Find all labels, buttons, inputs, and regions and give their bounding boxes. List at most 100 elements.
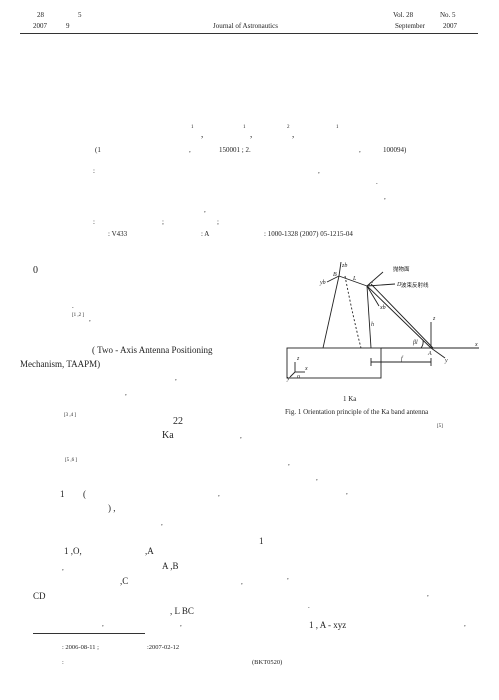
label-paraboloid: 抛物面 — [393, 265, 410, 273]
label-y: y — [444, 358, 448, 364]
intro-comma-2: , — [175, 374, 177, 382]
abstract-comma: , — [318, 167, 320, 175]
author-comma-1: , — [201, 129, 204, 139]
intro-comma-7: , — [218, 490, 220, 498]
label-f: f — [401, 355, 404, 362]
intro-comma-11: , — [241, 578, 243, 586]
intro-comma-14: , — [102, 620, 104, 628]
footnote-revised: :2007-02-12 — [147, 644, 180, 651]
abstract-comma-3: , — [204, 206, 206, 214]
header-month-right: September — [395, 22, 425, 30]
clc-number: : V433 — [108, 230, 128, 238]
document-code: : A — [201, 230, 210, 238]
intro-period-2: . — [308, 602, 310, 610]
keywords-colon: : — [93, 218, 95, 226]
label-D: D — [396, 282, 402, 288]
author-comma-2: , — [250, 129, 253, 139]
label-body-x: x — [304, 366, 308, 372]
header-number-left: 5 — [78, 11, 82, 19]
fig-ref-1: 1 — [60, 489, 65, 499]
author-sup-1: 1 — [191, 125, 194, 130]
text-22: 22 — [173, 416, 183, 427]
abstract-comma-2: , — [384, 193, 386, 201]
intro-comma-3: , — [125, 389, 127, 397]
line-a: ,A — [145, 546, 154, 556]
header-number-right: No. 5 — [440, 11, 456, 19]
label-B: B — [333, 272, 337, 278]
header-rule — [20, 33, 478, 34]
label-beta: βl — [412, 340, 418, 346]
affiliation-postcode-1: 150001 ; 2. — [219, 146, 251, 154]
affiliation-postcode-2: 100094) — [383, 146, 407, 154]
label-h: h — [371, 322, 374, 328]
header-year-left: 2007 — [33, 22, 47, 30]
intro-comma-9: , — [161, 519, 163, 527]
abstract-colon: : — [93, 167, 95, 175]
affiliation-prefix: (1 — [95, 146, 101, 154]
header-journal-name: Journal of Astronautics — [213, 22, 278, 30]
citation-3-4: [3 ,4 ] — [64, 413, 77, 418]
affiliation-comma-2: , — [359, 146, 361, 154]
label-C: C — [369, 282, 374, 288]
close-paren: ) , — [108, 503, 116, 513]
taapm-line-1: ( Two - Axis Antenna Positioning — [92, 345, 213, 355]
header-volume-right: Vol. 28 — [393, 11, 414, 19]
label-yb: yb — [319, 280, 326, 286]
keywords-semicolon-1: ; — [162, 218, 164, 226]
article-id: : 1000-1328 (2007) 05-1215-04 — [264, 230, 353, 238]
line-a-xyz: 1 , A - xyz — [309, 620, 347, 630]
author-sup-2: 1 — [243, 125, 246, 130]
figure-caption-cn: 1 Ka — [343, 395, 357, 403]
yb-axis — [326, 275, 340, 283]
label-body-y: y — [286, 376, 290, 382]
section-number: 0 — [33, 265, 38, 276]
line-o: 1 ,O, — [64, 546, 82, 556]
label-L: L — [352, 276, 357, 282]
header-year-right: 2007 — [443, 22, 457, 30]
intro-comma-12: , — [287, 573, 289, 581]
intro-comma-8: , — [346, 488, 348, 496]
label-beam-line: 波束反射线 — [401, 281, 429, 289]
fig-ref-2: 1 — [259, 536, 264, 546]
line-c: ,C — [120, 576, 129, 586]
label-o: o — [297, 374, 300, 380]
label-body-z: z — [296, 356, 300, 362]
figure-caption-en: Fig. 1 Orientation principle of the Ka b… — [285, 408, 429, 416]
xb-axis — [366, 285, 380, 307]
abstract-period: . — [376, 178, 378, 186]
citation-1-2: [1 ,2 ] — [72, 313, 85, 318]
arm-ca-2 — [370, 283, 434, 349]
label-zb: zb — [341, 263, 347, 269]
footnote-fund: : — [62, 659, 64, 666]
footnote-received: : 2006-08-11 ; — [62, 644, 99, 651]
line-cd: CD — [33, 591, 46, 601]
paraboloid-pointer — [366, 271, 384, 287]
intro-comma-5: , — [288, 459, 290, 467]
line-a-b: A ,B — [162, 561, 179, 571]
text-ka: Ka — [162, 430, 174, 441]
open-paren: ( — [83, 489, 86, 499]
intro-comma-6: , — [316, 474, 318, 482]
intro-comma-4: , — [240, 432, 242, 440]
label-A: A — [427, 351, 432, 357]
label-z: z — [432, 316, 436, 322]
intro-period: . — [72, 302, 74, 310]
header-month-left: 9 — [66, 22, 70, 30]
header-volume-left: 28 — [37, 11, 44, 19]
rear-strut — [322, 275, 340, 349]
label-xb: xb — [379, 305, 386, 311]
figure-citation: [5] — [437, 424, 443, 429]
affiliation-comma: , — [189, 146, 191, 154]
boom-bc — [338, 275, 368, 287]
intro-comma-16: , — [464, 620, 466, 628]
author-sup-3: 2 — [287, 125, 290, 130]
intro-comma-13: , — [427, 590, 429, 598]
height-line — [366, 285, 372, 349]
line-l-bc: , L BC — [170, 606, 194, 616]
y-axis-line — [430, 347, 446, 359]
intro-comma-15: , — [180, 620, 182, 628]
paraboloid-curve — [344, 275, 362, 349]
keywords-semicolon-2: ; — [217, 218, 219, 226]
angle-arc — [420, 339, 424, 349]
beam-line — [366, 283, 396, 287]
